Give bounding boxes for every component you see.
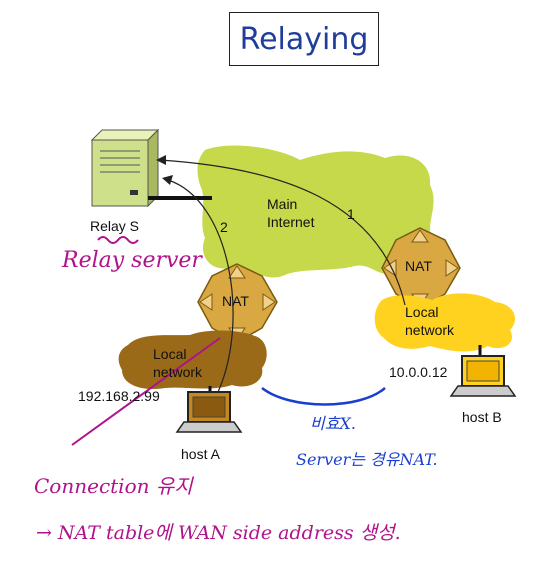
path-1-line: [159, 159, 406, 306]
connection-note: Connection 유지: [34, 474, 193, 498]
relay-server-icon: [90, 128, 160, 208]
local-b-label-line2: network: [405, 322, 455, 338]
middle-note-line2: Server는 경유NAT.: [296, 450, 438, 469]
local-b-label-line1: Local: [405, 304, 439, 320]
internet-label-line1: Main: [267, 196, 298, 212]
nat-a-label: NAT: [222, 293, 249, 309]
host-b-ip: 10.0.0.12: [389, 364, 448, 380]
slide-title: Relaying: [229, 12, 379, 66]
host-b-label: host B: [462, 409, 502, 425]
relay-server-note: Relay server: [62, 248, 202, 273]
local-network-a-cloud: [118, 330, 267, 390]
host-a-laptop-icon: [175, 391, 243, 433]
local-network-b-cloud: [374, 293, 515, 352]
bottom-note: → NAT table에 WAN side address 생성.: [36, 522, 401, 544]
path-label-1: 1: [347, 206, 355, 222]
relay-squiggle: [97, 236, 139, 244]
local-a-label-line2: network: [153, 364, 203, 380]
magenta-line: [71, 337, 221, 446]
middle-note-line1: 비효X.: [310, 414, 356, 433]
host-b-laptop-icon: [449, 355, 517, 397]
host-a-ip: 192.168.2.99: [78, 388, 160, 404]
blue-curve: [261, 387, 386, 406]
local-a-label-line1: Local: [153, 346, 187, 362]
nat-b-label: NAT: [405, 258, 432, 274]
internet-label-line2: Internet: [267, 214, 315, 230]
internet-cloud: [197, 145, 434, 278]
path-1-arrowhead: [156, 155, 166, 165]
path-label-2: 2: [220, 219, 228, 235]
host-a-label: host A: [181, 446, 220, 462]
relay-label: Relay S: [90, 218, 140, 234]
path-2-arrowhead: [162, 175, 173, 185]
path-2-line: [167, 179, 234, 393]
